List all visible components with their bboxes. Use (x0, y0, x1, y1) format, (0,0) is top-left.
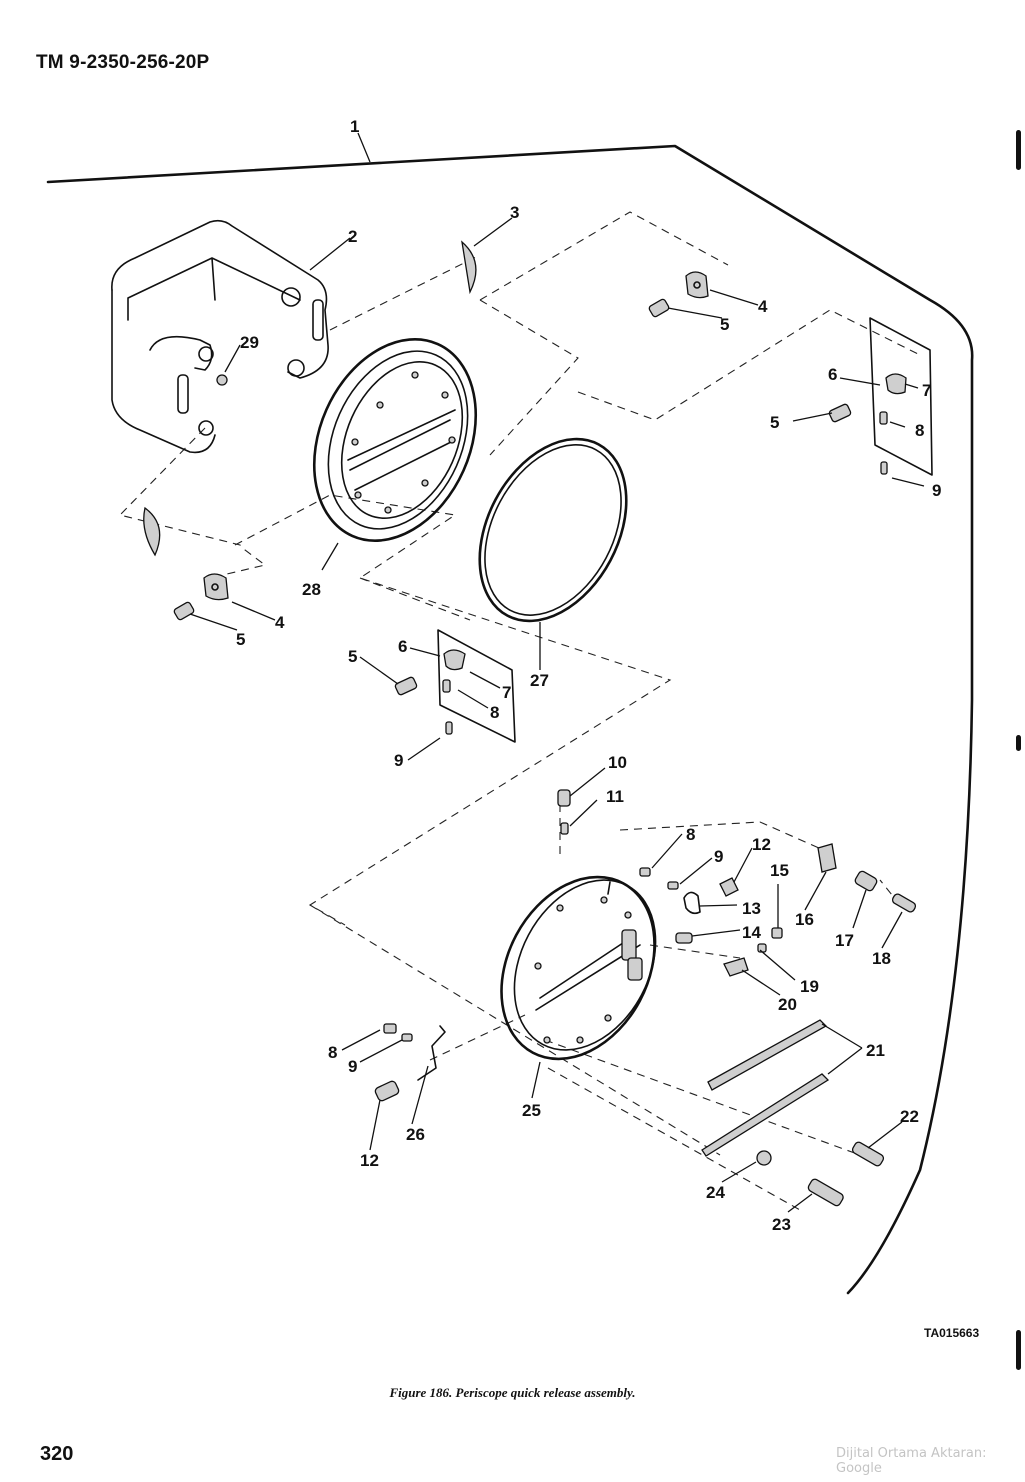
latch-hardware (639, 843, 917, 977)
digitization-watermark: Dijital Ortama Aktaran: Google (836, 1446, 987, 1476)
callout-leader-lines (189, 132, 925, 1213)
callout-9-right: 9 (932, 481, 941, 500)
drawing-id: TA015663 (924, 1326, 980, 1340)
lock-clip-lower (143, 506, 161, 557)
small-pin (557, 789, 571, 807)
latch-cam-lower (203, 573, 229, 601)
callout-26: 26 (406, 1125, 425, 1144)
callout-8-lower: 8 (328, 1043, 337, 1062)
bolt-lower (807, 1178, 844, 1207)
scan-edge-mark-bottom (1016, 1330, 1021, 1370)
latch-cam-upper (685, 271, 709, 299)
callout-16: 16 (795, 910, 814, 929)
callout-5-upper: 5 (720, 315, 729, 334)
callout-9-lower: 9 (348, 1057, 357, 1076)
callout-27: 27 (530, 671, 549, 690)
callout-5-left: 5 (236, 630, 245, 649)
callout-13: 13 (742, 899, 761, 918)
scan-edge-mark-top (1016, 130, 1021, 170)
small-spring (560, 822, 569, 835)
hull-outline (46, 144, 974, 1295)
callout-7-right: 7 (922, 381, 931, 400)
bolt-upper (851, 1141, 885, 1167)
mounting-plate-left (437, 629, 516, 743)
callout-4-upper: 4 (758, 297, 768, 316)
figure-caption: Figure 186. Periscope quick release asse… (389, 1385, 636, 1400)
mounting-plate-right (869, 317, 933, 476)
callout-9-cover: 9 (714, 847, 723, 866)
cover-plate (500, 875, 657, 1061)
callout-21: 21 (866, 1041, 885, 1060)
lock-clip-upper (461, 240, 477, 295)
callout-10: 10 (608, 753, 627, 772)
housing (111, 219, 329, 454)
screw-parts (173, 298, 852, 696)
mounting-ring (312, 338, 478, 542)
seal-ring (478, 437, 628, 623)
page-number: 320 (40, 1443, 74, 1465)
callout-18: 18 (872, 949, 891, 968)
callout-22: 22 (900, 1107, 919, 1126)
callout-23: 23 (772, 1215, 791, 1234)
callout-12-lower: 12 (360, 1151, 379, 1170)
callout-8-plate: 8 (490, 703, 499, 722)
callout-8-cover: 8 (686, 825, 695, 844)
lower-left-hardware (374, 1023, 446, 1102)
guide-rails (701, 1019, 830, 1157)
callout-5-plate: 5 (348, 647, 357, 666)
callout-14: 14 (742, 923, 761, 942)
callout-28: 28 (302, 580, 321, 599)
scan-edge-mark-middle (1016, 735, 1021, 751)
callout-6-right: 6 (828, 365, 837, 384)
callout-24: 24 (706, 1183, 725, 1202)
callout-4-left: 4 (275, 613, 285, 632)
callout-7-plate: 7 (502, 683, 511, 702)
callout-17: 17 (835, 931, 854, 950)
callout-8-right: 8 (915, 421, 924, 440)
callout-12-right: 12 (752, 835, 771, 854)
callout-5-right: 5 (770, 413, 779, 432)
callout-9-plate: 9 (394, 751, 403, 770)
document-header: TM 9-2350-256-20P (36, 52, 210, 73)
callout-labels: 1 2 3 4 5 6 7 5 8 9 29 28 4 5 27 5 6 7 8… (236, 117, 941, 1234)
callout-20: 20 (778, 995, 797, 1014)
callout-25: 25 (522, 1101, 541, 1120)
callout-19: 19 (800, 977, 819, 996)
washer (756, 1150, 772, 1166)
callout-1: 1 (350, 117, 359, 136)
callout-29: 29 (240, 333, 259, 352)
callout-3: 3 (510, 203, 519, 222)
assembly-dashed-lines (118, 211, 921, 1211)
callout-2: 2 (348, 227, 357, 246)
callout-15: 15 (770, 861, 789, 880)
callout-11: 11 (606, 787, 624, 806)
callout-6-plate: 6 (398, 637, 407, 656)
